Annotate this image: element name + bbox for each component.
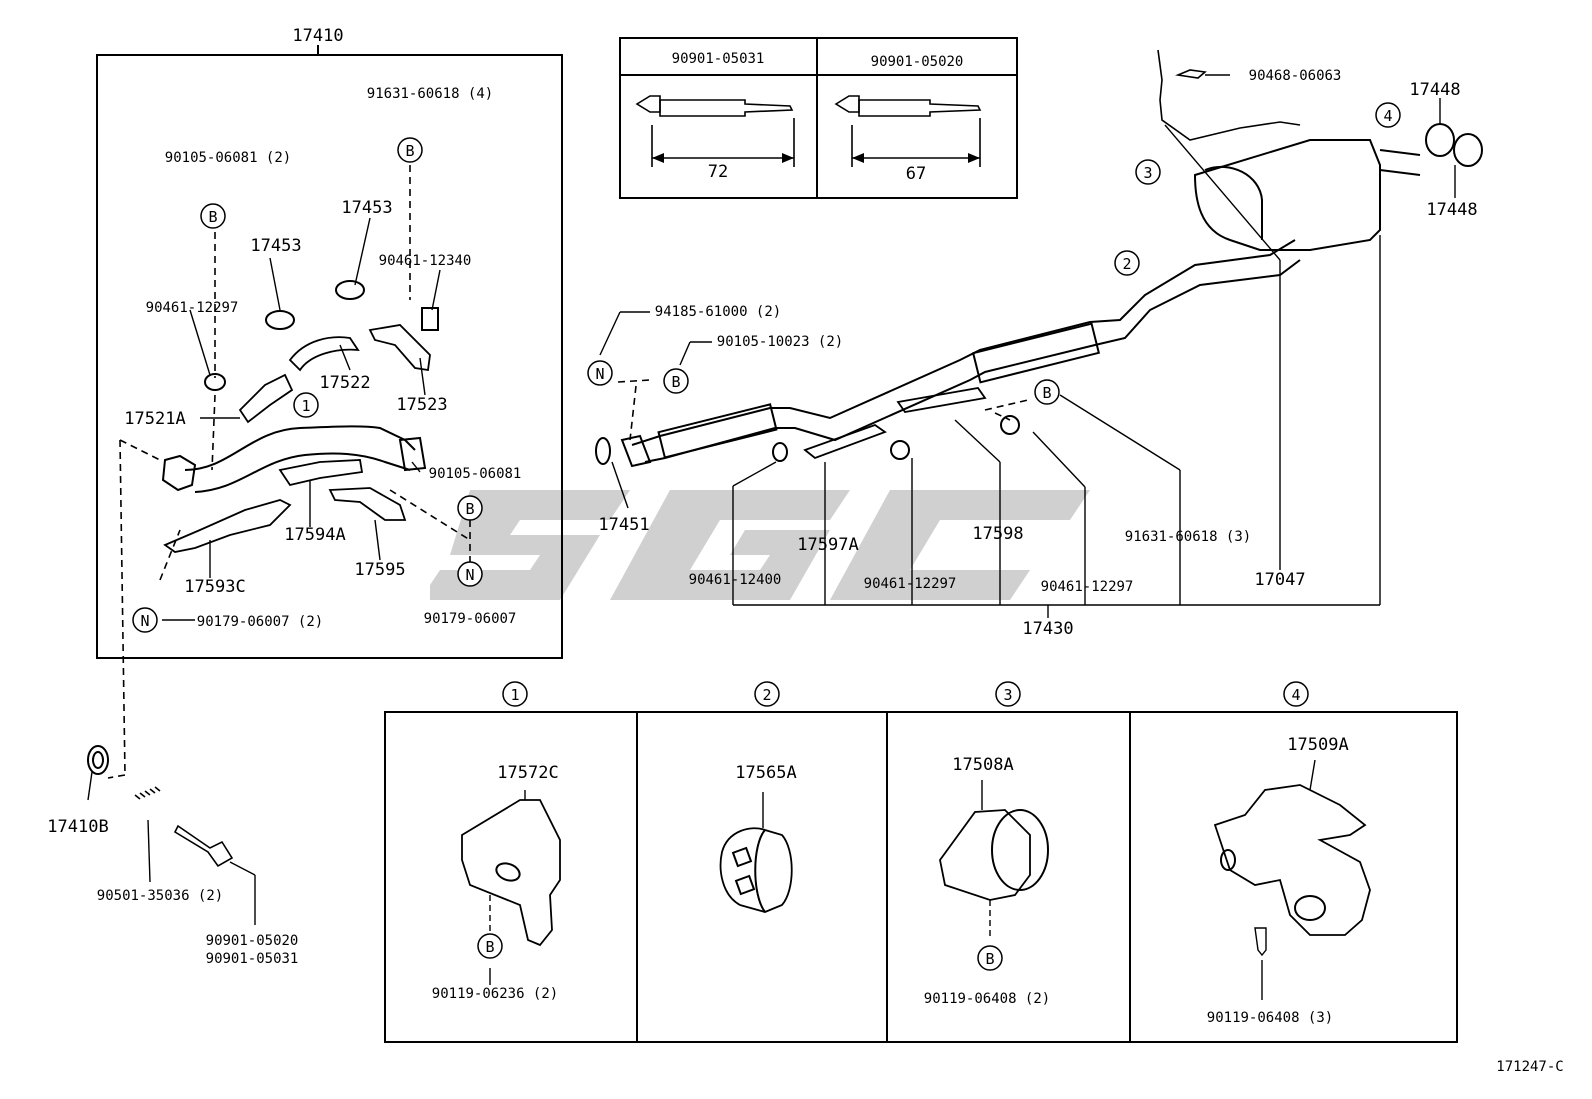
label-nut-n2: 90179-06007 bbox=[424, 611, 517, 627]
detail-4-bolt: 90119-06408 (3) bbox=[1207, 1010, 1333, 1026]
label-assembly-17430: 17430 bbox=[1022, 619, 1073, 639]
label-tail-1: 17448 bbox=[1409, 80, 1460, 100]
label-bolt-2: 90901-05031 bbox=[206, 951, 299, 967]
label-stud: 94185-61000 (2) bbox=[655, 304, 781, 320]
label-hose-a: 17522 bbox=[319, 373, 370, 393]
nut-marker-n: N bbox=[465, 566, 474, 584]
table-col2-length: 67 bbox=[906, 164, 926, 184]
table-col1-length: 72 bbox=[708, 162, 728, 182]
bolt-table bbox=[619, 37, 1018, 199]
label-nut-c: 90461-12297 bbox=[1041, 579, 1134, 595]
label-insulator-17597A: 17597A bbox=[797, 535, 858, 555]
detail-callout-2: 2 bbox=[762, 686, 771, 704]
label-nut-b: 90461-12297 bbox=[864, 576, 957, 592]
label-bolt-1: 90901-05020 bbox=[206, 933, 299, 949]
detail-frame bbox=[384, 711, 1458, 1043]
bolt-marker-b: B bbox=[485, 938, 494, 956]
label-clamp-b: 17453 bbox=[250, 236, 301, 256]
bolt-marker-b: B bbox=[985, 950, 994, 968]
label-sensor-17047: 17047 bbox=[1254, 570, 1305, 590]
label-heat-ins-c: 17593C bbox=[184, 577, 245, 597]
gasket-17410B-shape bbox=[87, 745, 109, 775]
bolt-marker-b: B bbox=[465, 500, 474, 518]
label-hose-b: 17521A bbox=[124, 409, 185, 429]
bolt-marker-b: B bbox=[671, 373, 680, 391]
label-insulator-17598: 17598 bbox=[972, 524, 1023, 544]
nut-marker-n: N bbox=[140, 612, 149, 630]
label-spring: 90501-35036 (2) bbox=[97, 888, 223, 904]
callout-2: 2 bbox=[1122, 255, 1131, 273]
label-tail-2: 17448 bbox=[1426, 200, 1477, 220]
label-nut-n1: 90179-06007 (2) bbox=[197, 614, 323, 630]
detail-2-part: 17565A bbox=[735, 763, 796, 783]
table-col1-part: 90901-05031 bbox=[672, 51, 765, 67]
label-17410: 17410 bbox=[292, 26, 343, 46]
label-bolt-left: 90105-06081 (2) bbox=[165, 150, 291, 166]
detail-3-bolt: 90119-06408 (2) bbox=[924, 991, 1050, 1007]
detail-1-part: 17572C bbox=[497, 763, 558, 783]
label-heat-ins-a: 17594A bbox=[284, 525, 345, 545]
label-heat-ins-b: 17595 bbox=[354, 560, 405, 580]
detail-1-bolt: 90119-06236 (2) bbox=[432, 986, 558, 1002]
label-gasket-17410B: 17410B bbox=[47, 817, 108, 837]
label-bolt: 90105-10023 (2) bbox=[717, 334, 843, 350]
figure-code: 171247-C bbox=[1496, 1059, 1563, 1075]
label-bracket: 17523 bbox=[396, 395, 447, 415]
callout-1: 1 bbox=[301, 397, 310, 415]
label-clamp-a: 17453 bbox=[341, 198, 392, 218]
table-col2-part: 90901-05020 bbox=[871, 54, 964, 70]
label-bolt-c: 91631-60618 (3) bbox=[1125, 529, 1251, 545]
bolt-marker-b: B bbox=[208, 208, 217, 226]
bolt-marker-b: B bbox=[405, 142, 414, 160]
detail-callout-3: 3 bbox=[1003, 686, 1012, 704]
callout-3: 3 bbox=[1143, 164, 1152, 182]
nut-marker-n: N bbox=[595, 365, 604, 383]
callout-4: 4 bbox=[1383, 107, 1392, 125]
label-nut-a: 90461-12400 bbox=[689, 572, 782, 588]
label-nut-right: 90461-12340 bbox=[379, 253, 472, 269]
label-bolt-top: 91631-60618 (4) bbox=[367, 86, 493, 102]
label-nut-left: 90461-12297 bbox=[146, 300, 239, 316]
label-bolt-right: 90105-06081 bbox=[429, 466, 522, 482]
assembly-frame-17410 bbox=[96, 54, 563, 659]
detail-3-part: 17508A bbox=[952, 755, 1013, 775]
bolt-marker-b: B bbox=[1042, 384, 1051, 402]
detail-callout-4: 4 bbox=[1291, 686, 1300, 704]
detail-callout-1: 1 bbox=[510, 686, 519, 704]
label-gasket-17451: 17451 bbox=[598, 515, 649, 535]
label-sensor-bolt: 90468-06063 bbox=[1249, 68, 1342, 84]
detail-4-part: 17509A bbox=[1287, 735, 1348, 755]
